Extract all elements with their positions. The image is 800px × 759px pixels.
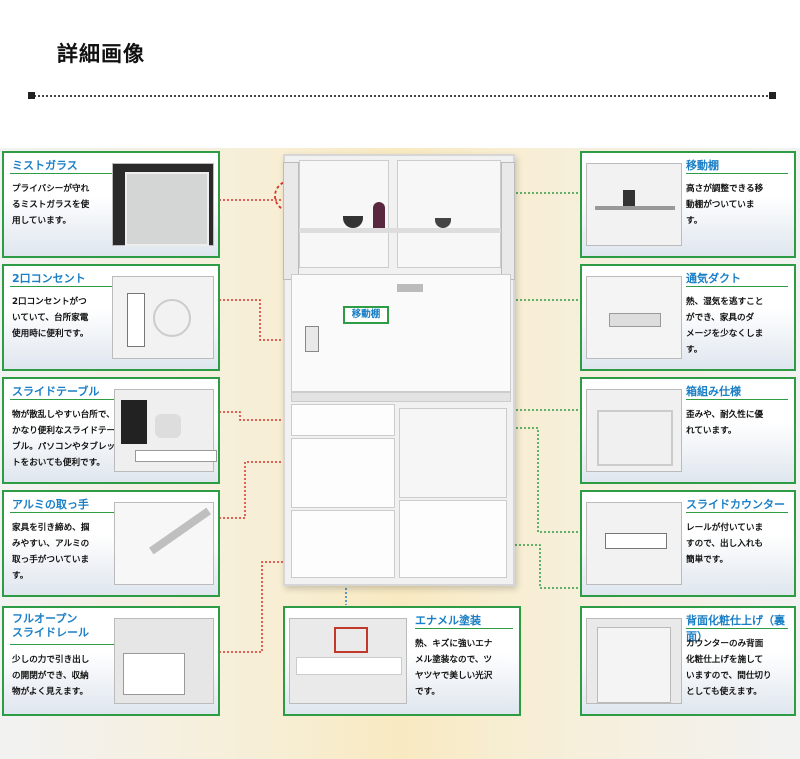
feature-mist-glass: ミストガラス プライバシーが守れ るミストガラスを使 用しています。 xyxy=(2,151,220,258)
aluminum-handle xyxy=(149,507,211,555)
cupboard-illustration xyxy=(283,154,515,586)
back-panel-photo xyxy=(586,618,682,704)
feature-description: 物が散乱しやすい台所で、 かなり便利なスライドテー ブル。パソコンやタブレッ ト… xyxy=(12,410,116,468)
glass-door-right xyxy=(501,162,515,280)
feature-title: 移動棚 xyxy=(686,159,719,172)
feature-description: レールが付いていま すので、出し入れも 簡単です。 xyxy=(686,523,764,565)
back-panel xyxy=(597,627,671,703)
feature-slide-table: スライドテーブル 物が散乱しやすい台所で、 かなり便利なスライドテー ブル。パソ… xyxy=(2,377,220,484)
bowl xyxy=(343,216,363,228)
coffee-maker xyxy=(121,400,147,444)
divider-end-square xyxy=(769,92,776,99)
feature-description: 高さが調整できる移 動棚がついていま す。 xyxy=(686,184,764,226)
slide-rail-photo xyxy=(114,618,214,704)
open-drawer xyxy=(123,653,185,695)
lower-cabinet xyxy=(399,500,507,578)
feature-outlet: 2口コンセント 2口コンセントがつ いていて、台所家電 使用時に便利です。 xyxy=(2,264,220,371)
counter-slide xyxy=(605,533,667,549)
feature-movable-shelf: 移動棚 高さが調整できる移 動棚がついていま す。 xyxy=(580,151,796,258)
handle-photo xyxy=(114,502,214,585)
kettle xyxy=(155,414,181,438)
dotted-divider xyxy=(28,92,776,99)
feature-enamel: エナメル塗装 熱、キズに強いエナ メル塗装なので、ツ ヤツヤで美しい光沢 です。 xyxy=(283,606,521,716)
feature-title: スライドテーブル xyxy=(12,385,100,398)
feature-title: スライドカウンター xyxy=(686,498,785,511)
vent-duct xyxy=(397,284,423,292)
divider xyxy=(686,173,788,174)
upper-right-compartment xyxy=(397,160,501,268)
cable-coil xyxy=(153,299,191,337)
mist-glass-photo xyxy=(112,163,214,246)
slide-table-photo xyxy=(114,389,217,472)
feature-description: 家具を引き締め、掴 みやすい、アルミの 取っ手がついていま す。 xyxy=(12,523,90,581)
enamel-photo xyxy=(289,618,407,704)
slide-table xyxy=(135,450,217,462)
glossy-counter xyxy=(296,657,402,675)
feature-vent-duct: 通気ダクト 熱、湿気を逃すこと ができ、家具のダ メージを少なくしま す。 xyxy=(580,264,796,371)
drawer xyxy=(291,510,395,578)
feature-box-frame: 箱組み仕様 歪みや、耐久性に優 れています。 xyxy=(580,377,796,484)
frame xyxy=(597,410,673,466)
glass xyxy=(623,190,635,206)
feature-description: 2口コンセントがつ いていて、台所家電 使用時に便利です。 xyxy=(12,297,89,339)
feature-title: アルミの取っ手 xyxy=(12,498,89,511)
vent-duct-photo xyxy=(586,276,682,359)
feature-description: プライバシーが守れ るミストガラスを使 用しています。 xyxy=(12,184,90,226)
divider xyxy=(686,628,788,629)
feature-title: フルオープン スライドレール xyxy=(12,612,89,639)
divider xyxy=(10,644,212,645)
countertop xyxy=(291,392,511,402)
wine-glass xyxy=(373,202,385,228)
outlet-photo xyxy=(112,276,214,359)
divider xyxy=(686,399,788,400)
feature-full-open-rail: フルオープン スライドレール 少しの力で引き出し の開閉ができ、収納 物がよく見… xyxy=(2,606,220,716)
feature-aluminum-handle: アルミの取っ手 家具を引き締め、掴 みやすい、アルミの 取っ手がついていま す。 xyxy=(2,490,220,597)
slide-counter-photo xyxy=(586,502,682,585)
movable-shelf-photo xyxy=(586,163,682,246)
dish-rack xyxy=(334,627,368,653)
feature-title: 背面化粧仕上げ（裏面） xyxy=(686,614,785,643)
outlet xyxy=(305,326,319,352)
drawer xyxy=(291,438,395,508)
feature-back-finish: 背面化粧仕上げ（裏面） カウンターのみ背面 化粧仕上げを施して いますので、間仕… xyxy=(580,606,796,716)
feature-title: 箱組み仕様 xyxy=(686,385,741,398)
shelf xyxy=(595,206,675,210)
divider xyxy=(415,628,513,629)
divider xyxy=(10,512,212,513)
feature-title: 2口コンセント xyxy=(12,272,86,285)
divider-end-square xyxy=(28,92,35,99)
divider xyxy=(686,286,788,287)
outlet-plate xyxy=(127,293,145,347)
feature-title: 通気ダクト xyxy=(686,272,741,285)
page-title: 詳細画像 xyxy=(57,42,145,66)
feature-description: 少しの力で引き出し の開閉ができ、収納 物がよく見えます。 xyxy=(12,655,90,697)
feature-title: ミストガラス xyxy=(12,159,78,172)
feature-slide-counter: スライドカウンター レールが付いていま すので、出し入れも 簡単です。 xyxy=(580,490,796,597)
feature-description: 熱、湿気を逃すこと ができ、家具のダ メージを少なくしま す。 xyxy=(686,297,764,355)
divider xyxy=(686,512,788,513)
shelf xyxy=(299,228,501,233)
cup xyxy=(435,218,451,228)
open-counter-space xyxy=(291,274,511,392)
feature-description: 熱、キズに強いエナ メル塗装なので、ツ ヤツヤで美しい光沢 です。 xyxy=(415,639,493,697)
glass-door xyxy=(125,172,209,246)
box-frame-photo xyxy=(586,389,682,472)
feature-description: 歪みや、耐久性に優 れています。 xyxy=(686,410,764,436)
vent-grille xyxy=(609,313,661,327)
divider xyxy=(10,399,212,400)
divider xyxy=(10,286,212,287)
glass-door-left xyxy=(283,162,299,280)
appliance-space xyxy=(399,408,507,498)
feature-description: カウンターのみ背面 化粧仕上げを施して いますので、間仕切り としても使えます。 xyxy=(686,639,772,697)
movable-shelf-tag: 移動棚 xyxy=(343,306,389,324)
feature-title: エナメル塗装 xyxy=(415,614,481,627)
drawer xyxy=(291,404,395,436)
divider xyxy=(10,173,212,174)
